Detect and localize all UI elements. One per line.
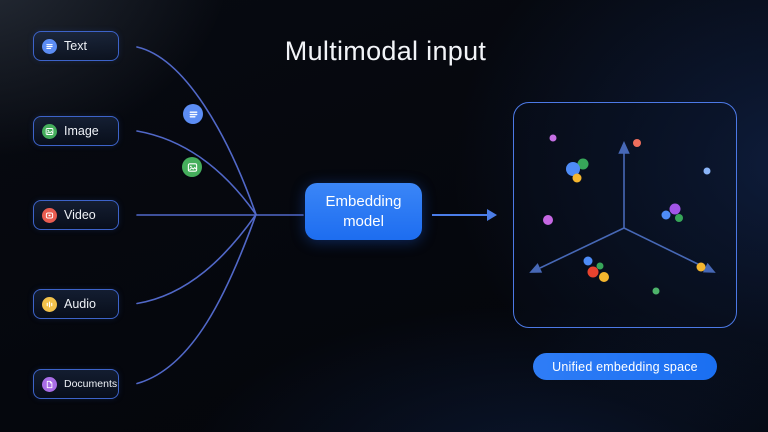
input-label: Image [64, 124, 99, 138]
input-label: Video [64, 208, 96, 222]
page-title: Multimodal input [284, 36, 487, 66]
text-icon [42, 38, 57, 54]
unified-embedding-space-label: Unified embedding space [533, 353, 717, 380]
input-label: Text [64, 39, 87, 53]
embedding-model-box: Embedding model [305, 183, 422, 240]
embedding-space-panel [513, 102, 737, 328]
audio-icon [42, 296, 57, 312]
input-box-audio: Audio [33, 289, 119, 319]
input-box-text: Text [33, 31, 119, 61]
embedding-model-label: Embedding model [325, 193, 402, 230]
image-icon [42, 123, 57, 139]
connector-documents [136, 213, 257, 385]
documents-icon [42, 376, 57, 392]
input-box-documents: Documents [33, 369, 119, 399]
input-label: Audio [64, 297, 96, 311]
input-box-image: Image [33, 116, 119, 146]
connector-audio [136, 213, 257, 305]
video-icon [42, 207, 57, 223]
flow-arrow [432, 209, 497, 221]
input-box-video: Video [33, 200, 119, 230]
text-badge-icon [183, 104, 203, 124]
image-badge-icon [182, 157, 202, 177]
input-label: Documents [64, 378, 118, 390]
connector-text [136, 46, 257, 216]
